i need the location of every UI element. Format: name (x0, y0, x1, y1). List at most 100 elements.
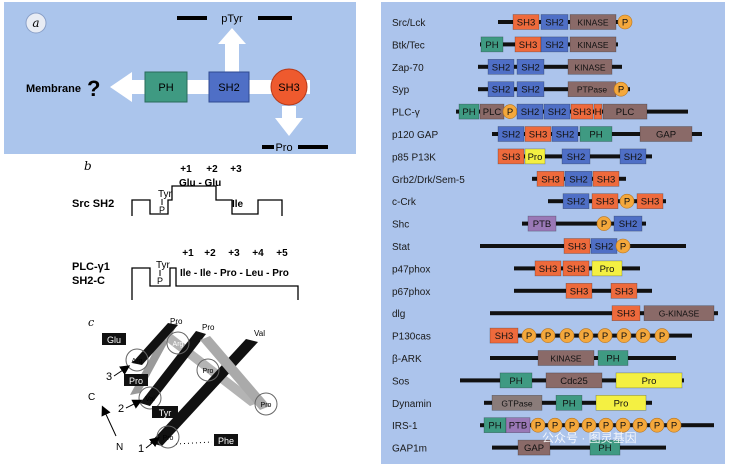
domain-p130cas-2-p-label: P (545, 331, 551, 342)
domain-sos-2-pro-label: Pro (642, 376, 657, 387)
domain-p130cas-7-p-label: P (640, 331, 646, 342)
arrow-down (275, 106, 303, 136)
domain-p130cas-8-p (654, 328, 670, 343)
domain-syp-2-ptpase-label: PTPase (577, 85, 608, 95)
domain-c-crk-3-sh3-label: SH3 (641, 197, 659, 208)
domain-irs-1-9-p-label: P (654, 421, 660, 432)
domain-btk-tec-3-kinase (569, 36, 617, 53)
domain-c-crk-3-sh3 (636, 193, 664, 209)
domain-btk-tec-2-sh2-label: SH2 (545, 40, 563, 51)
domain-sos-1-cdc25 (545, 372, 603, 389)
domain-shc-2-sh2 (613, 215, 643, 232)
box-tyr (152, 406, 178, 418)
domain-irs-1-8-p-label: P (637, 421, 643, 432)
domain-gap1m-0-gap (517, 439, 551, 456)
residue-val: Val (145, 396, 155, 403)
residue-arg-2: Arg (173, 341, 184, 348)
domain-plc-3-sh2 (516, 103, 544, 120)
domain-p67phox-0-sh3-label: SH3 (570, 286, 588, 297)
domain-zap-70-2-kinase (567, 58, 613, 75)
domain-p47phox-0-sh3-label: SH3 (539, 264, 557, 275)
residue-circle-val (138, 386, 162, 410)
domain-btk-tec-0-ph-label: PH (485, 40, 498, 51)
domain-src-lck-2-kinase-label: KINASE (577, 18, 609, 28)
residue-pro-3: Pro (261, 402, 272, 409)
ph-box (144, 71, 188, 103)
domain-irs-1-7-p-label: P (620, 421, 626, 432)
domain-plc-3-sh2-label: SH2 (521, 107, 539, 118)
domain-p47phox-2-pro-label: Pro (600, 264, 615, 275)
domain-p130cas-1-p (521, 328, 537, 343)
panel-a-label: a (32, 16, 39, 30)
domain-irs-1-0-ph-label: PH (488, 421, 501, 432)
protein-name-irs-1: IRS-1 (392, 421, 418, 432)
membrane-question: ? (87, 76, 100, 101)
protein-name-plc: PLC-γ (392, 108, 420, 119)
strand-black-2 (140, 331, 206, 406)
domain-p120-gap-4-gap-label: GAP (656, 130, 676, 141)
domain-c-crk-0-sh2 (562, 193, 590, 209)
sh3-circle (270, 68, 308, 106)
domain-syp-3-p (613, 81, 629, 97)
protein-name-p130cas: P130cas (392, 332, 431, 343)
domain-dlg-1-g-kinase-label: G-KINASE (659, 309, 700, 319)
ph-box-label: PH (158, 82, 173, 94)
domain-c-crk-0-sh2-label: SH2 (567, 197, 585, 208)
protein-name-c-crk: c-Crk (392, 197, 417, 208)
plc-pos-5: +5 (276, 248, 288, 259)
residue-circle-pro-3 (254, 392, 278, 416)
backbone-shc (522, 221, 646, 226)
domain-p85-p13k-3-sh2-label: SH2 (624, 152, 642, 163)
domain-irs-1-3-p (547, 417, 563, 433)
domain-p85-p13k-1-pro-label: Pro (528, 152, 543, 163)
domain-p120-gap-3-ph (579, 126, 613, 142)
domain-p130cas-4-p-label: P (583, 331, 589, 342)
domain-plc-4-sh2-label: SH2 (548, 107, 566, 118)
domain-stat-1-sh2-label: SH2 (595, 242, 613, 253)
domain-btk-tec-3-kinase-label: KINASE (577, 40, 609, 50)
pocket-number-1: 1 (138, 443, 144, 455)
domain-irs-1-7-p (615, 417, 631, 433)
src-pos-2: +2 (206, 164, 218, 175)
residue-arg-1: Arg (132, 358, 143, 365)
domain-grb2-drk-sem-5-1-sh2 (564, 171, 593, 187)
axis-c: C (88, 392, 95, 403)
domain-shc-0-ptb (527, 215, 557, 232)
plc-tyr: Tyr (156, 260, 171, 271)
box-tyr-label: Tyr (159, 408, 172, 418)
box-pro (124, 374, 148, 386)
residue-circle-arg-2 (166, 331, 190, 355)
sh2-box (208, 71, 250, 103)
domain-src-lck-3-p-label: P (622, 18, 628, 29)
domain-p120-gap-0-sh2 (497, 126, 525, 142)
backbone-zap-70 (478, 64, 622, 69)
domain-c-crk-1-sh3-label: SH3 (596, 197, 614, 208)
src-title: Src SH2 (72, 198, 114, 210)
residue-circle-pro-1 (196, 358, 220, 382)
domain-syp-0-sh2-label: SH2 (492, 85, 510, 96)
domain-sos-0-ph (499, 372, 533, 389)
domain-src-lck-2-kinase (569, 14, 617, 30)
tag-pro-1: Pro (170, 317, 183, 326)
domain-plc-6-h (593, 103, 603, 120)
plc-title-1: PLC-γ1 (72, 261, 110, 273)
domain-dynamin-2-pro (595, 394, 647, 411)
domain-dynamin-0-gtpase (491, 394, 543, 411)
domain-dynamin-1-ph (555, 394, 583, 411)
protein-name-p47phox: p47phox (392, 264, 430, 275)
plc-outline (131, 267, 299, 300)
domain-irs-1-3-p-label: P (552, 421, 558, 432)
domain-p120-gap-2-sh2-label: SH2 (556, 130, 574, 141)
axis-n: N (116, 442, 123, 453)
domain-plc-5-sh3-label: SH3 (573, 107, 591, 118)
backbone-dlg (490, 311, 718, 316)
src-pos-1: +1 (180, 164, 192, 175)
domain-syp-1-sh2 (516, 81, 545, 97)
domain-dynamin-2-pro-label: Pro (614, 398, 629, 409)
domain-sos-2-pro (615, 372, 683, 389)
domain-irs-1-8-p (632, 417, 648, 433)
protein-name-grb2-drk-sem-5: Grb2/Drk/Sem-5 (392, 175, 465, 186)
domain-p130cas-7-p (635, 328, 651, 343)
domain-stat-2-p (615, 238, 631, 254)
pro-label: Pro (275, 142, 292, 154)
